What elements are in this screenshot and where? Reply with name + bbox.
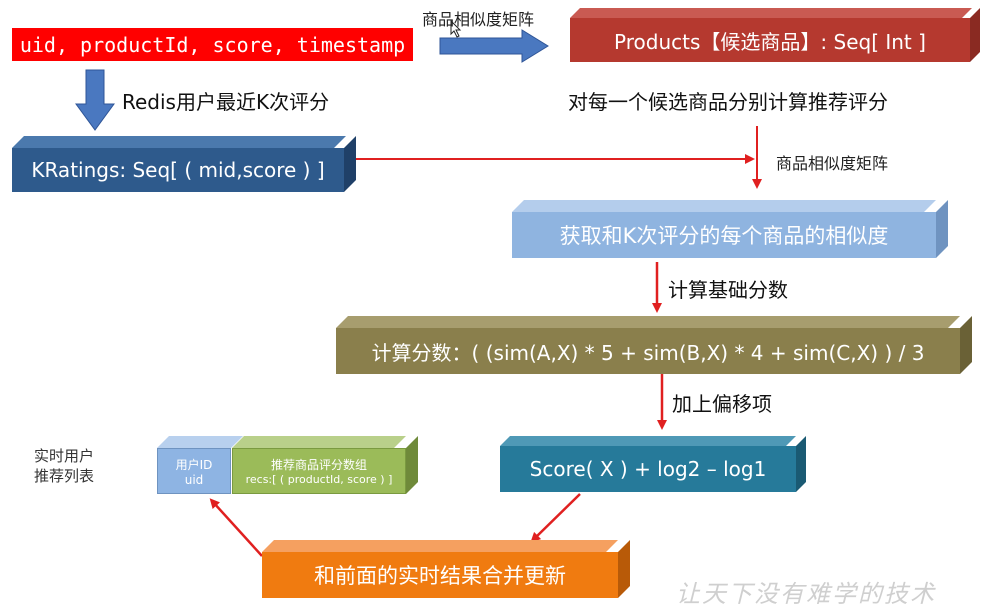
kratings-box-front: KRatings: Seq[ ( mid,score ) ] (12, 148, 344, 192)
realtime-list-label-line2: 推荐列表 (34, 467, 95, 485)
user-id-cell-top (157, 436, 243, 448)
mouse-cursor-icon (450, 20, 462, 38)
merge-box-front: 和前面的实时结果合并更新 (262, 552, 618, 598)
top-arrow-label: 商品相似度矩阵 (422, 10, 535, 29)
recs-cell-sub: recs:[ ( productId, score ) ] (245, 473, 393, 486)
final-score-box-side (796, 436, 806, 492)
score-formula-box-front: 计算分数：( (sim(A,X) * 5 + sim(B,X) * 4 + si… (336, 328, 960, 374)
kratings-box-text: KRatings: Seq[ ( mid,score ) ] (31, 158, 325, 182)
realtime-list-label-line1: 实时用户 (34, 447, 95, 465)
products-box-text: Products【候选商品】: Seq[ Int ] (614, 29, 926, 54)
final-score-box-top (500, 436, 796, 446)
score-formula-box: 计算分数：( (sim(A,X) * 5 + sim(B,X) * 4 + si… (336, 316, 972, 374)
merge-to-list-arrow (209, 498, 263, 557)
products-box-top (570, 8, 972, 18)
watermark: 让天下没有难学的技术 (676, 580, 936, 608)
recs-cell-front: 推荐商品评分数组 recs:[ ( productId, score ) ] (232, 448, 406, 494)
final-score-box: Score( X ) + log2 – log1 (500, 436, 806, 492)
recs-cell-top (232, 436, 406, 448)
right-block-arrow (439, 29, 549, 63)
similarity-box-side (936, 200, 948, 258)
recs-cell-title: 推荐商品评分数组 (270, 458, 367, 472)
recs-cell-side (406, 436, 418, 494)
input-fields-text: uid, productId, score, timestamp (19, 32, 406, 57)
calc-base-label: 计算基础分数 (668, 278, 788, 302)
realtime-list-label: 实时用户 推荐列表 (34, 446, 94, 486)
score-formula-box-text: 计算分数：( (sim(A,X) * 5 + sim(B,X) * 4 + si… (371, 340, 925, 365)
merge-box-side (618, 540, 630, 598)
user-id-cell: 用户ID uid (157, 436, 243, 494)
similarity-box-text: 获取和K次评分的每个商品的相似度 (559, 224, 889, 248)
user-id-cell-front: 用户ID uid (157, 448, 231, 494)
merge-box-top (262, 540, 618, 552)
input-fields-box: uid, productId, score, timestamp (12, 28, 413, 61)
similarity-box: 获取和K次评分的每个商品的相似度 (512, 200, 948, 258)
score-formula-box-top (336, 316, 960, 328)
final-score-box-text: Score( X ) + log2 – log1 (529, 457, 767, 481)
offset-label: 加上偏移项 (672, 392, 772, 416)
down-block-arrow (75, 69, 115, 131)
merge-box-text: 和前面的实时结果合并更新 (314, 564, 566, 588)
products-box: Products【候选商品】: Seq[ Int ] (570, 8, 980, 62)
per-candidate-label: 对每一个候选商品分别计算推荐评分 (568, 90, 888, 114)
redis-label: Redis用户最近K次评分 (122, 90, 330, 114)
recs-cell: 推荐商品评分数组 recs:[ ( productId, score ) ] (232, 436, 418, 494)
kratings-box-side (344, 136, 356, 192)
similarity-box-front: 获取和K次评分的每个商品的相似度 (512, 212, 936, 258)
similarity-matrix-label: 商品相似度矩阵 (776, 154, 889, 173)
products-box-side (970, 8, 980, 62)
user-id-cell-sub: uid (184, 472, 204, 487)
kratings-box: KRatings: Seq[ ( mid,score ) ] (12, 136, 356, 192)
kratings-box-top (12, 136, 346, 148)
score-to-merge-arrow (530, 493, 581, 543)
products-box-front: Products【候选商品】: Seq[ Int ] (570, 18, 970, 62)
final-score-box-front: Score( X ) + log2 – log1 (500, 446, 796, 492)
score-formula-box-side (960, 316, 972, 374)
merge-box: 和前面的实时结果合并更新 (262, 540, 630, 598)
user-id-cell-title: 用户ID (175, 457, 213, 472)
similarity-box-top (512, 200, 936, 212)
